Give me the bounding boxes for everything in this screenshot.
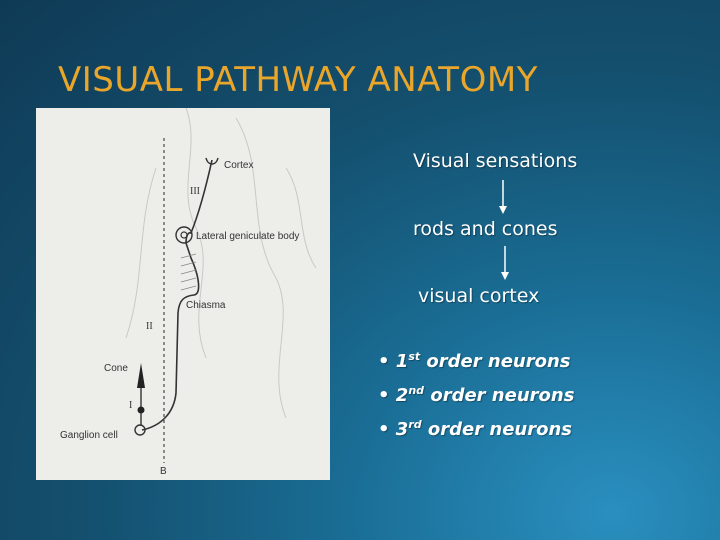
flow-step-rods-and-cones: rods and cones: [413, 218, 558, 240]
down-arrow-icon: [499, 180, 507, 214]
lgb-circle-icon: [175, 226, 193, 244]
slide-title: VISUAL PATHWAY ANATOMY: [58, 60, 538, 100]
label-cone: Cone: [104, 363, 128, 374]
order-number: 3: [395, 419, 409, 440]
label-ganglion-cell: Ganglion cell: [60, 430, 118, 441]
order-text: order neurons: [427, 419, 573, 440]
bullet-marker: •: [378, 351, 390, 372]
label-ii: II: [146, 321, 153, 332]
order-text: order neurons: [426, 351, 571, 372]
bullet-marker: •: [378, 419, 390, 440]
label-i: I: [129, 400, 132, 411]
neuron-order-list: • 1st order neurons • 2nd order neurons …: [378, 345, 708, 447]
bullet-marker: •: [378, 385, 390, 406]
order-suffix: rd: [408, 418, 422, 431]
order-text: order neurons: [430, 385, 575, 406]
list-item: • 2nd order neurons: [378, 379, 708, 413]
ganglion-cell-icon: [134, 424, 146, 436]
order-number: 1: [395, 351, 409, 372]
label-cortex: Cortex: [224, 160, 253, 171]
label-chiasma: Chiasma: [186, 300, 226, 311]
list-item: • 3rd order neurons: [378, 413, 708, 447]
flow-step-visual-cortex: visual cortex: [418, 285, 540, 307]
order-suffix: nd: [408, 384, 425, 397]
lgb-nucleus-icon: [180, 231, 188, 239]
chiasma-hatching: [180, 253, 197, 291]
cortex-icon: [205, 157, 219, 165]
label-iii: III: [190, 186, 200, 197]
label-b: B: [160, 466, 167, 477]
background-sketch: [125, 108, 317, 419]
bipolar-cell-icon: [137, 406, 145, 414]
label-lgb: Lateral geniculate body: [196, 231, 299, 242]
pathway-line: [141, 159, 213, 431]
order-suffix: st: [408, 350, 421, 363]
pathway-diagram: Cortex Lateral geniculate body Chiasma C…: [60, 108, 317, 477]
cone-icon: [137, 363, 145, 388]
visual-pathway-figure: Cortex Lateral geniculate body Chiasma C…: [36, 108, 330, 480]
order-number: 2: [395, 385, 409, 406]
down-arrow-icon: [501, 246, 509, 280]
flow-step-visual-sensations: Visual sensations: [413, 150, 578, 172]
list-item: • 1st order neurons: [378, 345, 708, 379]
